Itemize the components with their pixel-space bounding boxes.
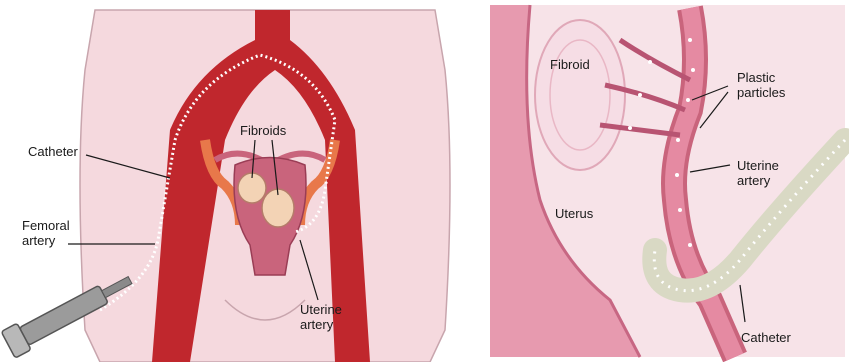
label-catheter-right: Catheter xyxy=(741,330,791,345)
label-uterine-artery-left: Uterine artery xyxy=(300,302,342,332)
label-catheter-left: Catheter xyxy=(28,144,78,159)
label-uterus: Uterus xyxy=(555,206,593,221)
right-panel xyxy=(490,5,845,357)
label-femoral-artery: Femoral artery xyxy=(22,218,70,248)
label-plastic-particles: Plastic particles xyxy=(737,70,785,100)
left-panel xyxy=(1,10,450,362)
fibroid-mass xyxy=(535,20,625,170)
label-fibroid: Fibroid xyxy=(550,57,590,72)
label-uterine-artery-right: Uterine artery xyxy=(737,158,779,188)
label-fibroids: Fibroids xyxy=(240,123,286,138)
